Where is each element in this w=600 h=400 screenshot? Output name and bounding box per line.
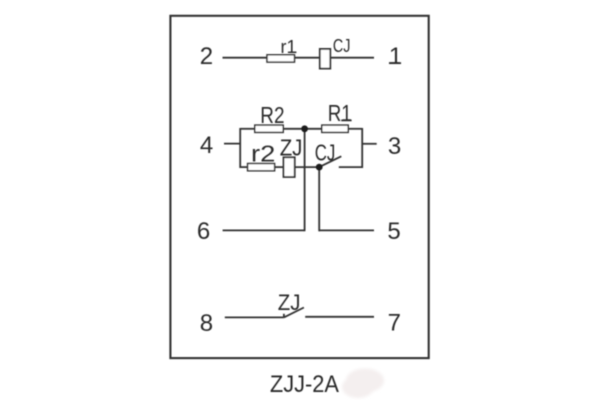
svg-text:CJ: CJ: [333, 36, 351, 56]
svg-text:ZJJ-2A: ZJJ-2A: [270, 371, 339, 398]
svg-text:1: 1: [389, 43, 402, 70]
svg-text:ZJ: ZJ: [280, 135, 303, 161]
svg-text:R1: R1: [328, 100, 352, 126]
svg-text:8: 8: [200, 310, 213, 337]
svg-text:7: 7: [388, 310, 401, 337]
svg-text:R2: R2: [260, 102, 284, 128]
svg-text:CJ: CJ: [315, 140, 336, 166]
svg-text:6: 6: [197, 218, 210, 245]
svg-text:r2: r2: [251, 140, 275, 166]
svg-text:4: 4: [200, 132, 213, 159]
svg-text:3: 3: [388, 133, 401, 160]
svg-text:5: 5: [387, 218, 400, 245]
svg-text:2: 2: [200, 43, 213, 70]
svg-text:ZJ: ZJ: [278, 290, 301, 315]
svg-text:r1: r1: [281, 37, 297, 57]
